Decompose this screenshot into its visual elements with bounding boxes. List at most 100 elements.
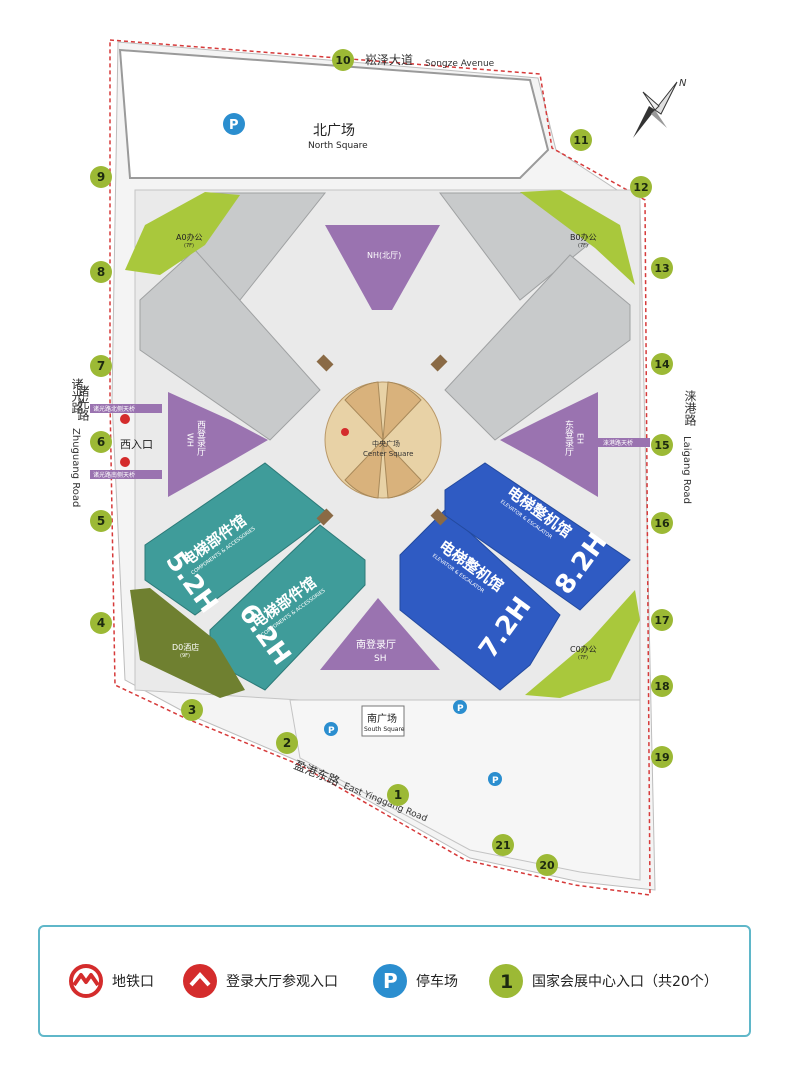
parking-icon-label: P (492, 776, 499, 786)
center-square-cn: 中央广场 (372, 439, 400, 448)
center-square-en: Center Square (363, 450, 413, 458)
entrance-marker-label: 9 (97, 170, 105, 184)
entrance-marker-4 (90, 612, 112, 634)
compass-icon: N (633, 78, 687, 138)
center-petal-1 (344, 381, 384, 442)
lobby-wh-en: WH (186, 433, 195, 447)
road-north-en: Songze Avenue (425, 59, 495, 69)
entrance-marker-label: 19 (654, 751, 669, 764)
office-a0-floors: (7F) (184, 243, 194, 249)
connector (316, 508, 334, 526)
north-square-road (118, 48, 550, 179)
bridge-laigang (598, 438, 650, 447)
metro-icon (120, 457, 130, 467)
parking-icon (223, 113, 245, 135)
metro-icon (69, 964, 103, 998)
lobby-sh-cn: 南登录厅 (356, 638, 396, 651)
entrance-marker-18 (651, 675, 673, 697)
connector (316, 354, 334, 372)
parking-icon-label: P (328, 726, 335, 736)
parking-markers: P P P P (223, 113, 502, 786)
entrance-marker-16 (651, 512, 673, 534)
office-c0-floors: (7F) (578, 655, 588, 661)
office-b0-label: B0办公 (570, 232, 597, 242)
lobby-nh (325, 225, 440, 310)
parking-icon-label: P (229, 118, 239, 133)
entrance-marker-2 (276, 732, 298, 754)
entrance-marker-label: 11 (573, 134, 588, 147)
entrance-marker-19 (651, 746, 673, 768)
metro-icons (120, 414, 349, 467)
parking-icon-label: P (457, 704, 464, 714)
entrance-marker-label: 8 (97, 265, 105, 279)
entrance-marker-13 (651, 257, 673, 279)
entrance-marker-label: 21 (495, 839, 510, 852)
hall-5-2h (144, 462, 331, 616)
lobby-sh (320, 598, 440, 670)
legend-parking: P 停车场 (372, 961, 458, 1001)
legend-entrance: 1 国家会展中心入口（共20个） (488, 961, 718, 1001)
venue-map: N 崧泽大道 Songze Avenue 诸光路 诸光路 Zhuguang Ro… (70, 39, 697, 896)
office-c0-label: C0办公 (570, 644, 597, 654)
legend-entrance-label: 国家会展中心入口（共20个） (532, 974, 718, 990)
lobby-wh (168, 392, 268, 497)
road-north-cn: 崧泽大道 (365, 53, 413, 67)
south-square-cn: 南广场 (367, 712, 397, 725)
road-west-cn-v: 诸光路 (70, 378, 84, 415)
entrance-marker-14 (651, 353, 673, 375)
hall-8-2h (444, 462, 631, 611)
site-boundary (109, 39, 651, 896)
hotel-d0-label: D0酒店 (172, 642, 199, 652)
entrance-marker-label: 6 (97, 435, 105, 449)
entrance-marker-label: 5 (97, 514, 105, 528)
legend: 地铁口 登录大厅参观入口 P 停车场 1 国家会展中心入口（共20个） (38, 925, 751, 1037)
lobby-nh-label: NH(北厅) (367, 251, 401, 260)
south-area (289, 699, 641, 881)
office-c0 (525, 590, 640, 698)
parking-icon (488, 772, 502, 786)
metro-icon (341, 428, 349, 436)
entrance-marker-15 (651, 434, 673, 456)
legend-metro: 地铁口 (68, 961, 154, 1001)
legend-lobby: 登录大厅参观入口 (182, 961, 338, 1001)
entrance-icon-number: 1 (500, 971, 513, 993)
bridge-zhuguang-south-label: 诸光路南侧天桥 (93, 471, 135, 479)
entrance-marker-label: 12 (633, 181, 648, 194)
entrance-marker-21 (492, 834, 514, 856)
entrance-marker-17 (651, 609, 673, 631)
entrance-marker-1 (387, 784, 409, 806)
lobby-wh-cn: 西登录厅 (195, 420, 206, 456)
entrance-marker-10 (332, 49, 354, 71)
south-square-en: South Square (364, 726, 405, 733)
entrance-marker-8 (90, 261, 112, 283)
parking-icon (324, 722, 338, 736)
entrance-marker-label: 13 (654, 262, 669, 275)
bridge-laigang-label: 涞港路天桥 (603, 439, 633, 447)
road-east-cn: 涞港路 (683, 390, 697, 427)
south-square-building (361, 705, 405, 737)
hall-gray-nw2 (139, 249, 321, 441)
office-a0 (125, 192, 240, 275)
entrance-marker-label: 7 (97, 359, 105, 373)
hotel-d0-floors: (9F) (180, 653, 190, 659)
entrance-marker-label: 16 (654, 517, 670, 530)
lobby-sh-en: SH (374, 654, 386, 664)
hall-gray-ne2 (444, 254, 631, 441)
bridge-zhuguang-north-label: 诸光路北侧天桥 (93, 405, 135, 413)
office-b0-floors: (7F) (578, 243, 588, 249)
entrance-marker-label: 20 (539, 859, 555, 872)
lobby-eh-cn: 东登录厅 (563, 419, 574, 456)
road-east-en: Laigang Road (681, 436, 692, 504)
entrance-marker-label: 18 (654, 680, 669, 693)
office-a0-label: A0办公 (176, 232, 203, 242)
entrance-marker-label: 1 (394, 788, 402, 802)
entrance-marker-label: 4 (97, 616, 105, 630)
north-square-cn: 北广场 (313, 123, 355, 139)
entrance-marker-3 (181, 699, 203, 721)
road-west-label: 诸光路 (76, 385, 90, 422)
entrance-marker-12 (630, 176, 652, 198)
entrance-marker-11 (570, 129, 592, 151)
entrance-marker-label: 3 (188, 703, 196, 717)
compass-label: N (679, 78, 687, 89)
